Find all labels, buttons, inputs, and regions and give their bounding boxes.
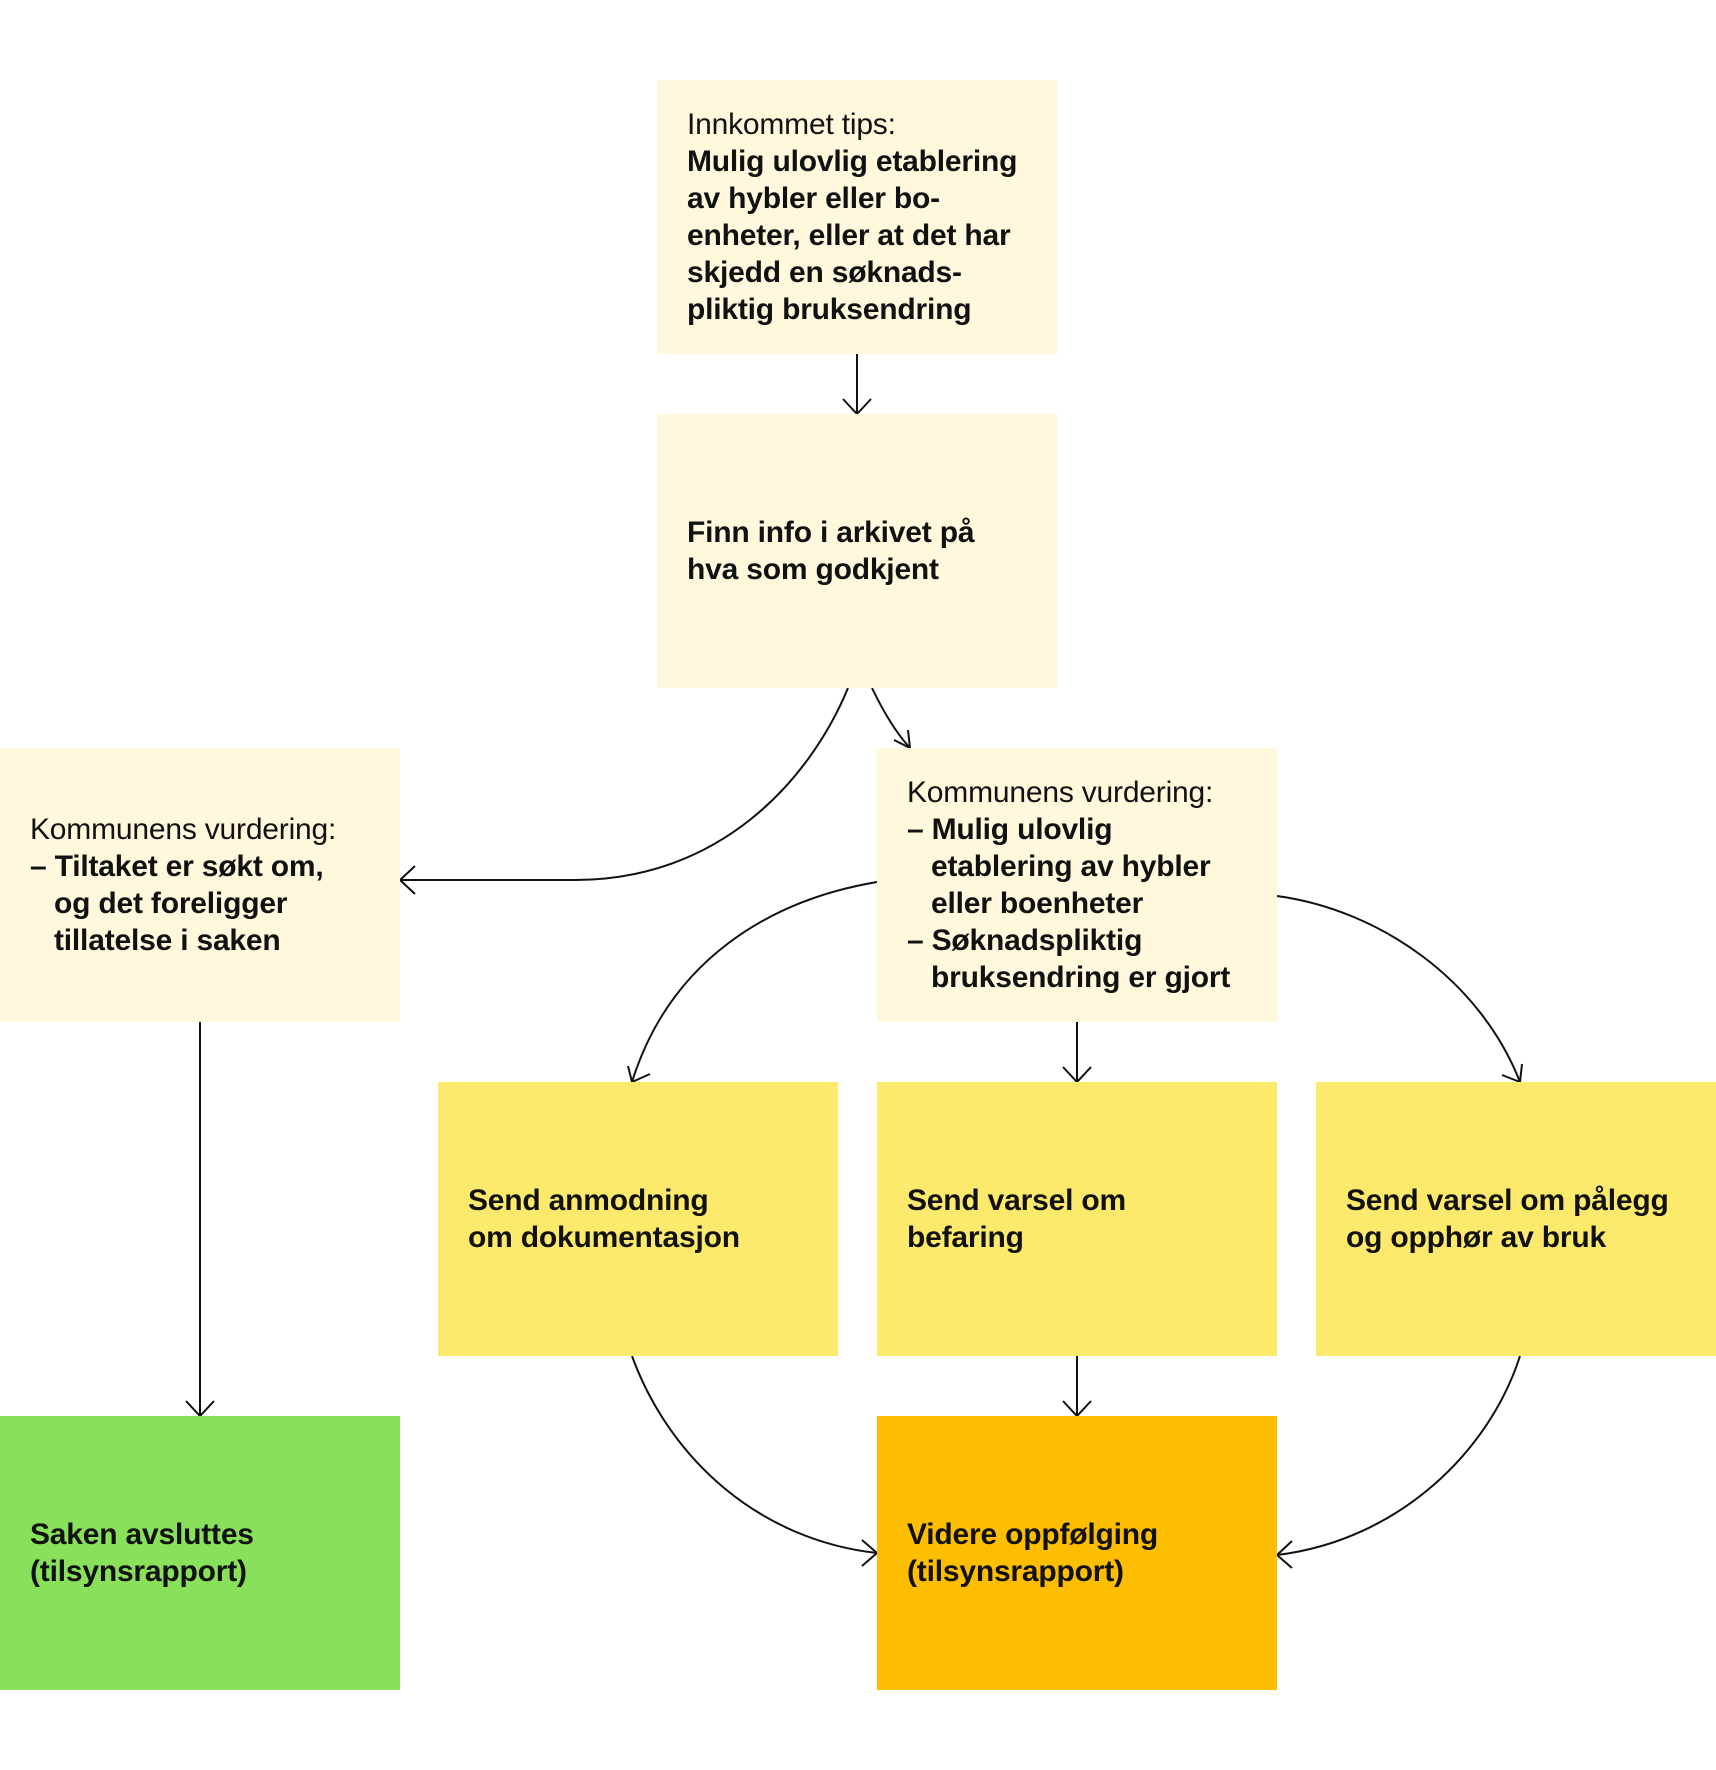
box-assessment-permitted: Kommunens vurdering: – Tiltaket er søkt … (0, 748, 400, 1022)
tip-line-2: av hybler eller bo- (687, 182, 940, 215)
arrow-archive-to-illegal (871, 687, 911, 749)
legal-heading: Kommunens vurdering: (30, 813, 337, 846)
arrowhead-illegal-to-documentation (627, 1065, 651, 1084)
closed-line-2: (tilsynsrapport) (30, 1555, 247, 1588)
arrow-illegal-to-order (1276, 895, 1521, 1083)
order-line-2: og opphør av bruk (1346, 1221, 1606, 1254)
inspection-line-1: Send varsel om (907, 1184, 1126, 1217)
box-inspection-notice: Send varsel om befaring (877, 1082, 1277, 1356)
legal-line-3: tillatelse i saken (54, 924, 281, 957)
box-documentation-request: Send anmodning om dokumentasjon (438, 1082, 838, 1356)
illegal-heading: Kommunens vurdering: (907, 776, 1214, 809)
arrow-illegal-to-documentation (631, 881, 878, 1083)
illegal-line-3: eller boenheter (931, 887, 1144, 920)
box-case-closed: Saken avsluttes (tilsynsrapport) (0, 1416, 400, 1690)
doc-line-1: Send anmodning (468, 1184, 709, 1217)
arrow-order-to-followup (1276, 1355, 1521, 1556)
followup-line-2: (tilsynsrapport) (907, 1555, 1124, 1588)
doc-line-2: om dokumentasjon (468, 1221, 740, 1254)
illegal-line-4: – Søknadspliktig (907, 924, 1143, 957)
illegal-line-1: – Mulig ulovlig (907, 813, 1113, 846)
arrowhead-archive-to-legal (398, 865, 416, 895)
box-order-notice: Send varsel om pålegg og opphør av bruk (1316, 1082, 1716, 1356)
illegal-line-5: bruksendring er gjort (931, 961, 1231, 994)
archive-line-1: Finn info i arkivet på (687, 516, 975, 549)
closed-line-1: Saken avsluttes (30, 1518, 254, 1551)
tip-line-4: skjedd en søknads- (687, 256, 962, 289)
order-line-1: Send varsel om pålegg (1346, 1184, 1669, 1217)
tip-heading: Innkommet tips: (687, 108, 896, 141)
legal-line-2: og det foreligger (54, 887, 288, 920)
box-archive-lookup: Finn info i arkivet på hva som godkjent (657, 414, 1057, 688)
box-further-followup: Videre oppfølging (tilsynsrapport) (877, 1416, 1277, 1690)
tip-line-1: Mulig ulovlig etablering (687, 145, 1018, 178)
tip-line-5: pliktig bruksendring (687, 293, 972, 326)
arrowhead-order-to-followup (1275, 1540, 1293, 1569)
box-assessment-possible-violation: Kommunens vurdering: – Mulig ulovlig eta… (877, 748, 1277, 1022)
illegal-line-2: etablering av hybler (931, 850, 1211, 883)
archive-line-2: hva som godkjent (687, 553, 939, 586)
tip-line-3: enheter, eller at det har (687, 219, 1011, 252)
legal-line-1: – Tiltaket er søkt om, (30, 850, 324, 883)
arrow-archive-to-legal (400, 687, 849, 881)
box-incoming-tip: Innkommet tips: Mulig ulovlig etablering… (657, 80, 1057, 354)
inspection-line-2: befaring (907, 1221, 1024, 1254)
followup-line-1: Videre oppfølging (907, 1518, 1159, 1551)
arrow-documentation-to-followup (631, 1355, 878, 1554)
